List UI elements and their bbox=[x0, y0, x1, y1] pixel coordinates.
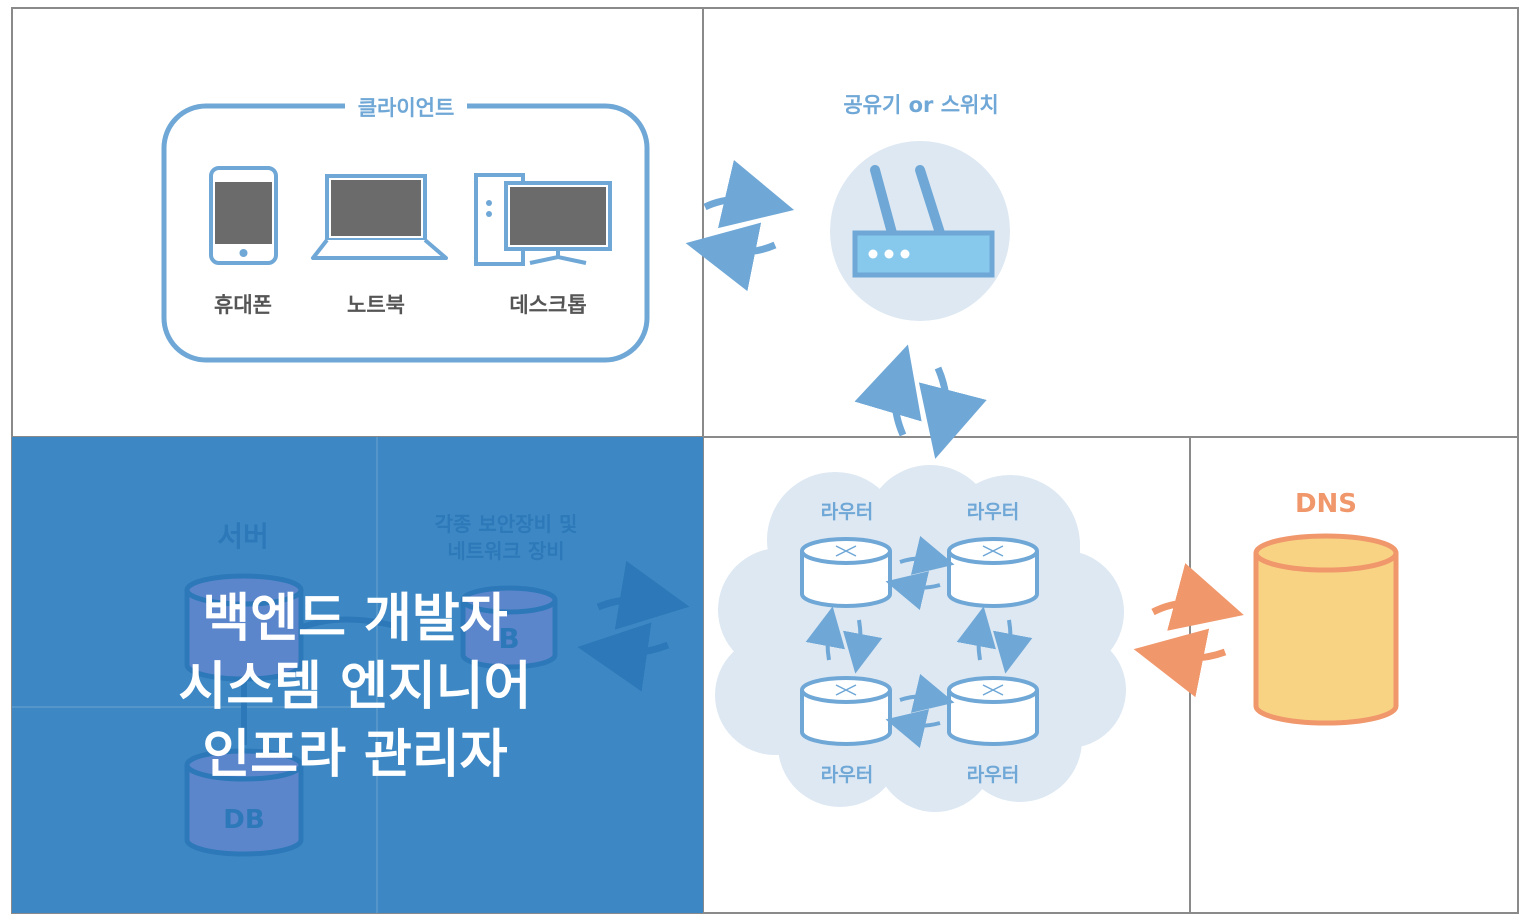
router-node-1 bbox=[800, 537, 892, 608]
security-label-line1: 각종 보안장비 및 bbox=[435, 512, 578, 536]
panel-cloud-arrows bbox=[577, 560, 690, 692]
router-label-1: 라우터 bbox=[821, 501, 873, 523]
device-label-laptop: 노트북 bbox=[347, 293, 405, 317]
router-label-4: 라우터 bbox=[967, 764, 1019, 786]
security-label-line2: 네트워크 장비 bbox=[447, 539, 564, 563]
server-panel: 서버 각종 보안장비 및 네트워크 장비 B DB bbox=[12, 437, 703, 913]
cloud-dns-arrows bbox=[1133, 563, 1244, 698]
phone-icon bbox=[209, 166, 278, 265]
device-label-phone: 휴대폰 bbox=[214, 293, 272, 317]
db-cylinder: DB bbox=[184, 748, 304, 857]
dns-node: DNS bbox=[1253, 489, 1399, 726]
db-label: DB bbox=[223, 805, 264, 835]
router-cloud: 라우터 라우터 라우터 라우터 bbox=[715, 465, 1126, 812]
dns-label: DNS bbox=[1295, 489, 1357, 519]
switch-label: 공유기 or 스위치 bbox=[843, 93, 998, 117]
router-label-3: 라우터 bbox=[821, 764, 873, 786]
overlay-line-3: 인프라 관리자 bbox=[202, 725, 508, 785]
overlay-title: 백엔드 개발자 시스템 엔지니어 인프라 관리자 bbox=[120, 585, 590, 789]
router-node-2 bbox=[947, 537, 1039, 608]
server-link-arrow bbox=[298, 616, 396, 631]
security-device-cylinder: B bbox=[460, 585, 558, 670]
client-group-title: 클라이언트 bbox=[358, 96, 455, 120]
overlay-line-1: 백엔드 개발자 bbox=[202, 589, 508, 649]
overlay-line-2: 시스템 엔지니어 bbox=[178, 657, 532, 717]
router-node-3 bbox=[800, 676, 892, 746]
dns-db-icon bbox=[1253, 533, 1399, 726]
server-db-cylinder bbox=[184, 573, 304, 682]
laptop-icon bbox=[311, 174, 448, 260]
router-arrows bbox=[805, 535, 1033, 749]
client-switch-arrows bbox=[685, 159, 795, 292]
router-icon bbox=[852, 165, 995, 278]
router-node-4 bbox=[947, 676, 1039, 746]
desktop-icon bbox=[474, 173, 612, 266]
server-label: 서버 bbox=[217, 520, 269, 553]
switch-node: 공유기 or 스위치 bbox=[830, 93, 1010, 321]
switch-cloud-arrows bbox=[854, 344, 987, 459]
router-label-2: 라우터 bbox=[967, 501, 1019, 523]
security-db-label: B bbox=[498, 622, 519, 655]
device-label-desktop: 데스크톱 bbox=[509, 293, 586, 317]
client-group: 클라이언트 휴대폰 노트북 데스크톱 bbox=[161, 92, 650, 363]
